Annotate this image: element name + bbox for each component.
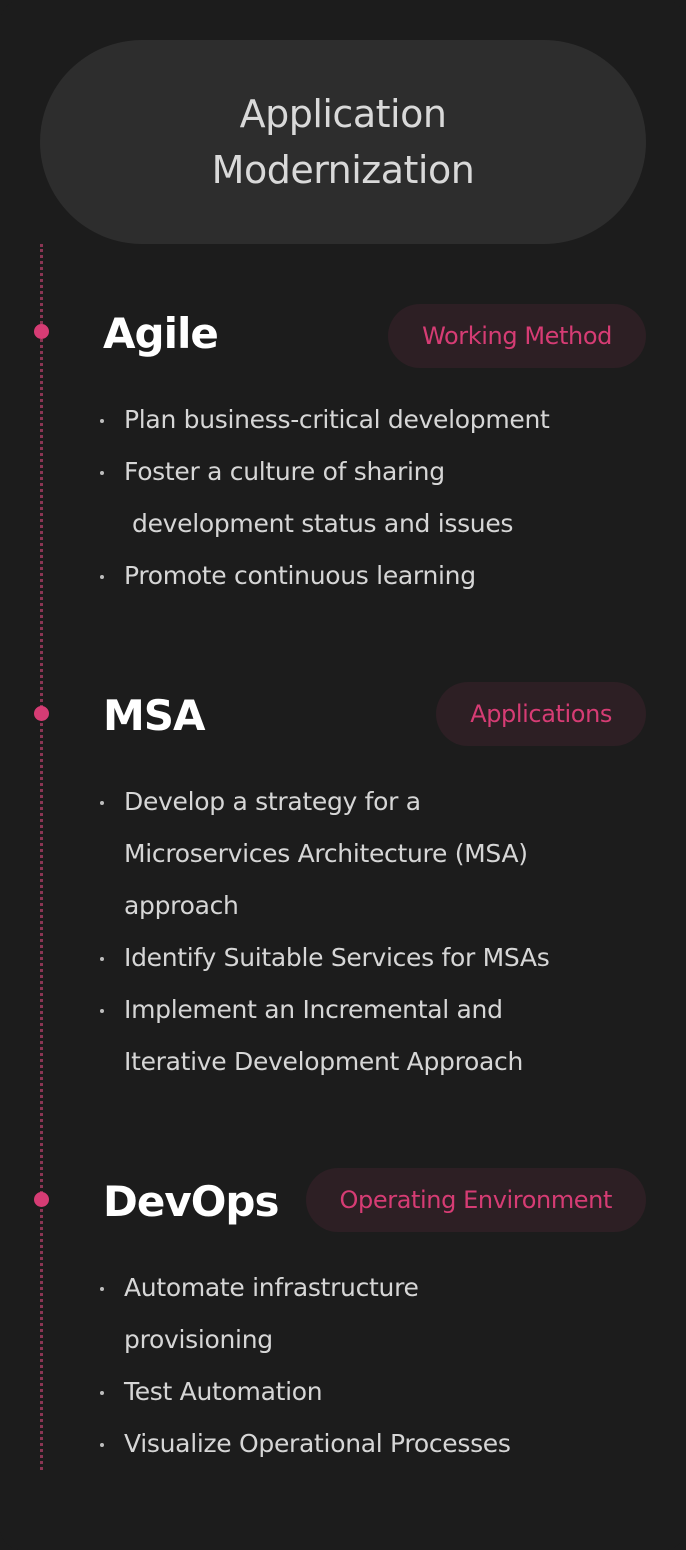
tag-applications: Applications [436, 682, 646, 746]
section-title-msa: MSA [103, 691, 206, 740]
bullet-icon [100, 1391, 104, 1395]
timeline-dot-devops [34, 1192, 49, 1207]
bullet-icon [100, 1009, 104, 1013]
list-item: Promote continuous learning [100, 550, 660, 602]
list-item: Develop a strategy for a Microservices A… [100, 776, 660, 932]
list-item: Identify Suitable Services for MSAs [100, 932, 660, 984]
list-item: Test Automation [100, 1366, 660, 1418]
bullet-icon [100, 575, 104, 579]
list-item: Plan business-critical development [100, 394, 660, 446]
list-item: Foster a culture of sharing development … [100, 446, 660, 550]
bullet-list-msa: Develop a strategy for a Microservices A… [100, 776, 660, 1088]
list-item: Implement an Incremental and Iterative D… [100, 984, 660, 1088]
bullet-icon [100, 471, 104, 475]
bullet-list-agile: Plan business-critical development Foste… [100, 394, 660, 602]
section-title-devops: DevOps [103, 1177, 279, 1226]
bullet-icon [100, 1443, 104, 1447]
list-item: Automate infrastructure provisioning [100, 1262, 660, 1366]
timeline-line [40, 244, 43, 1470]
title-pill: Application Modernization [40, 40, 646, 244]
bullet-list-devops: Automate infrastructure provisioning Tes… [100, 1262, 660, 1470]
bullet-icon [100, 801, 104, 805]
list-item: Visualize Operational Processes [100, 1418, 660, 1470]
tag-operating-environment: Operating Environment [305, 1168, 646, 1232]
tag-working-method: Working Method [388, 304, 646, 368]
timeline-dot-msa [34, 706, 49, 721]
timeline-dot-agile [34, 324, 49, 339]
bullet-icon [100, 957, 104, 961]
page-title-line-1: Application [239, 92, 447, 136]
page-title-line-2: Modernization [211, 148, 475, 192]
section-title-agile: Agile [103, 309, 219, 358]
bullet-icon [100, 1287, 104, 1291]
bullet-icon [100, 419, 104, 423]
